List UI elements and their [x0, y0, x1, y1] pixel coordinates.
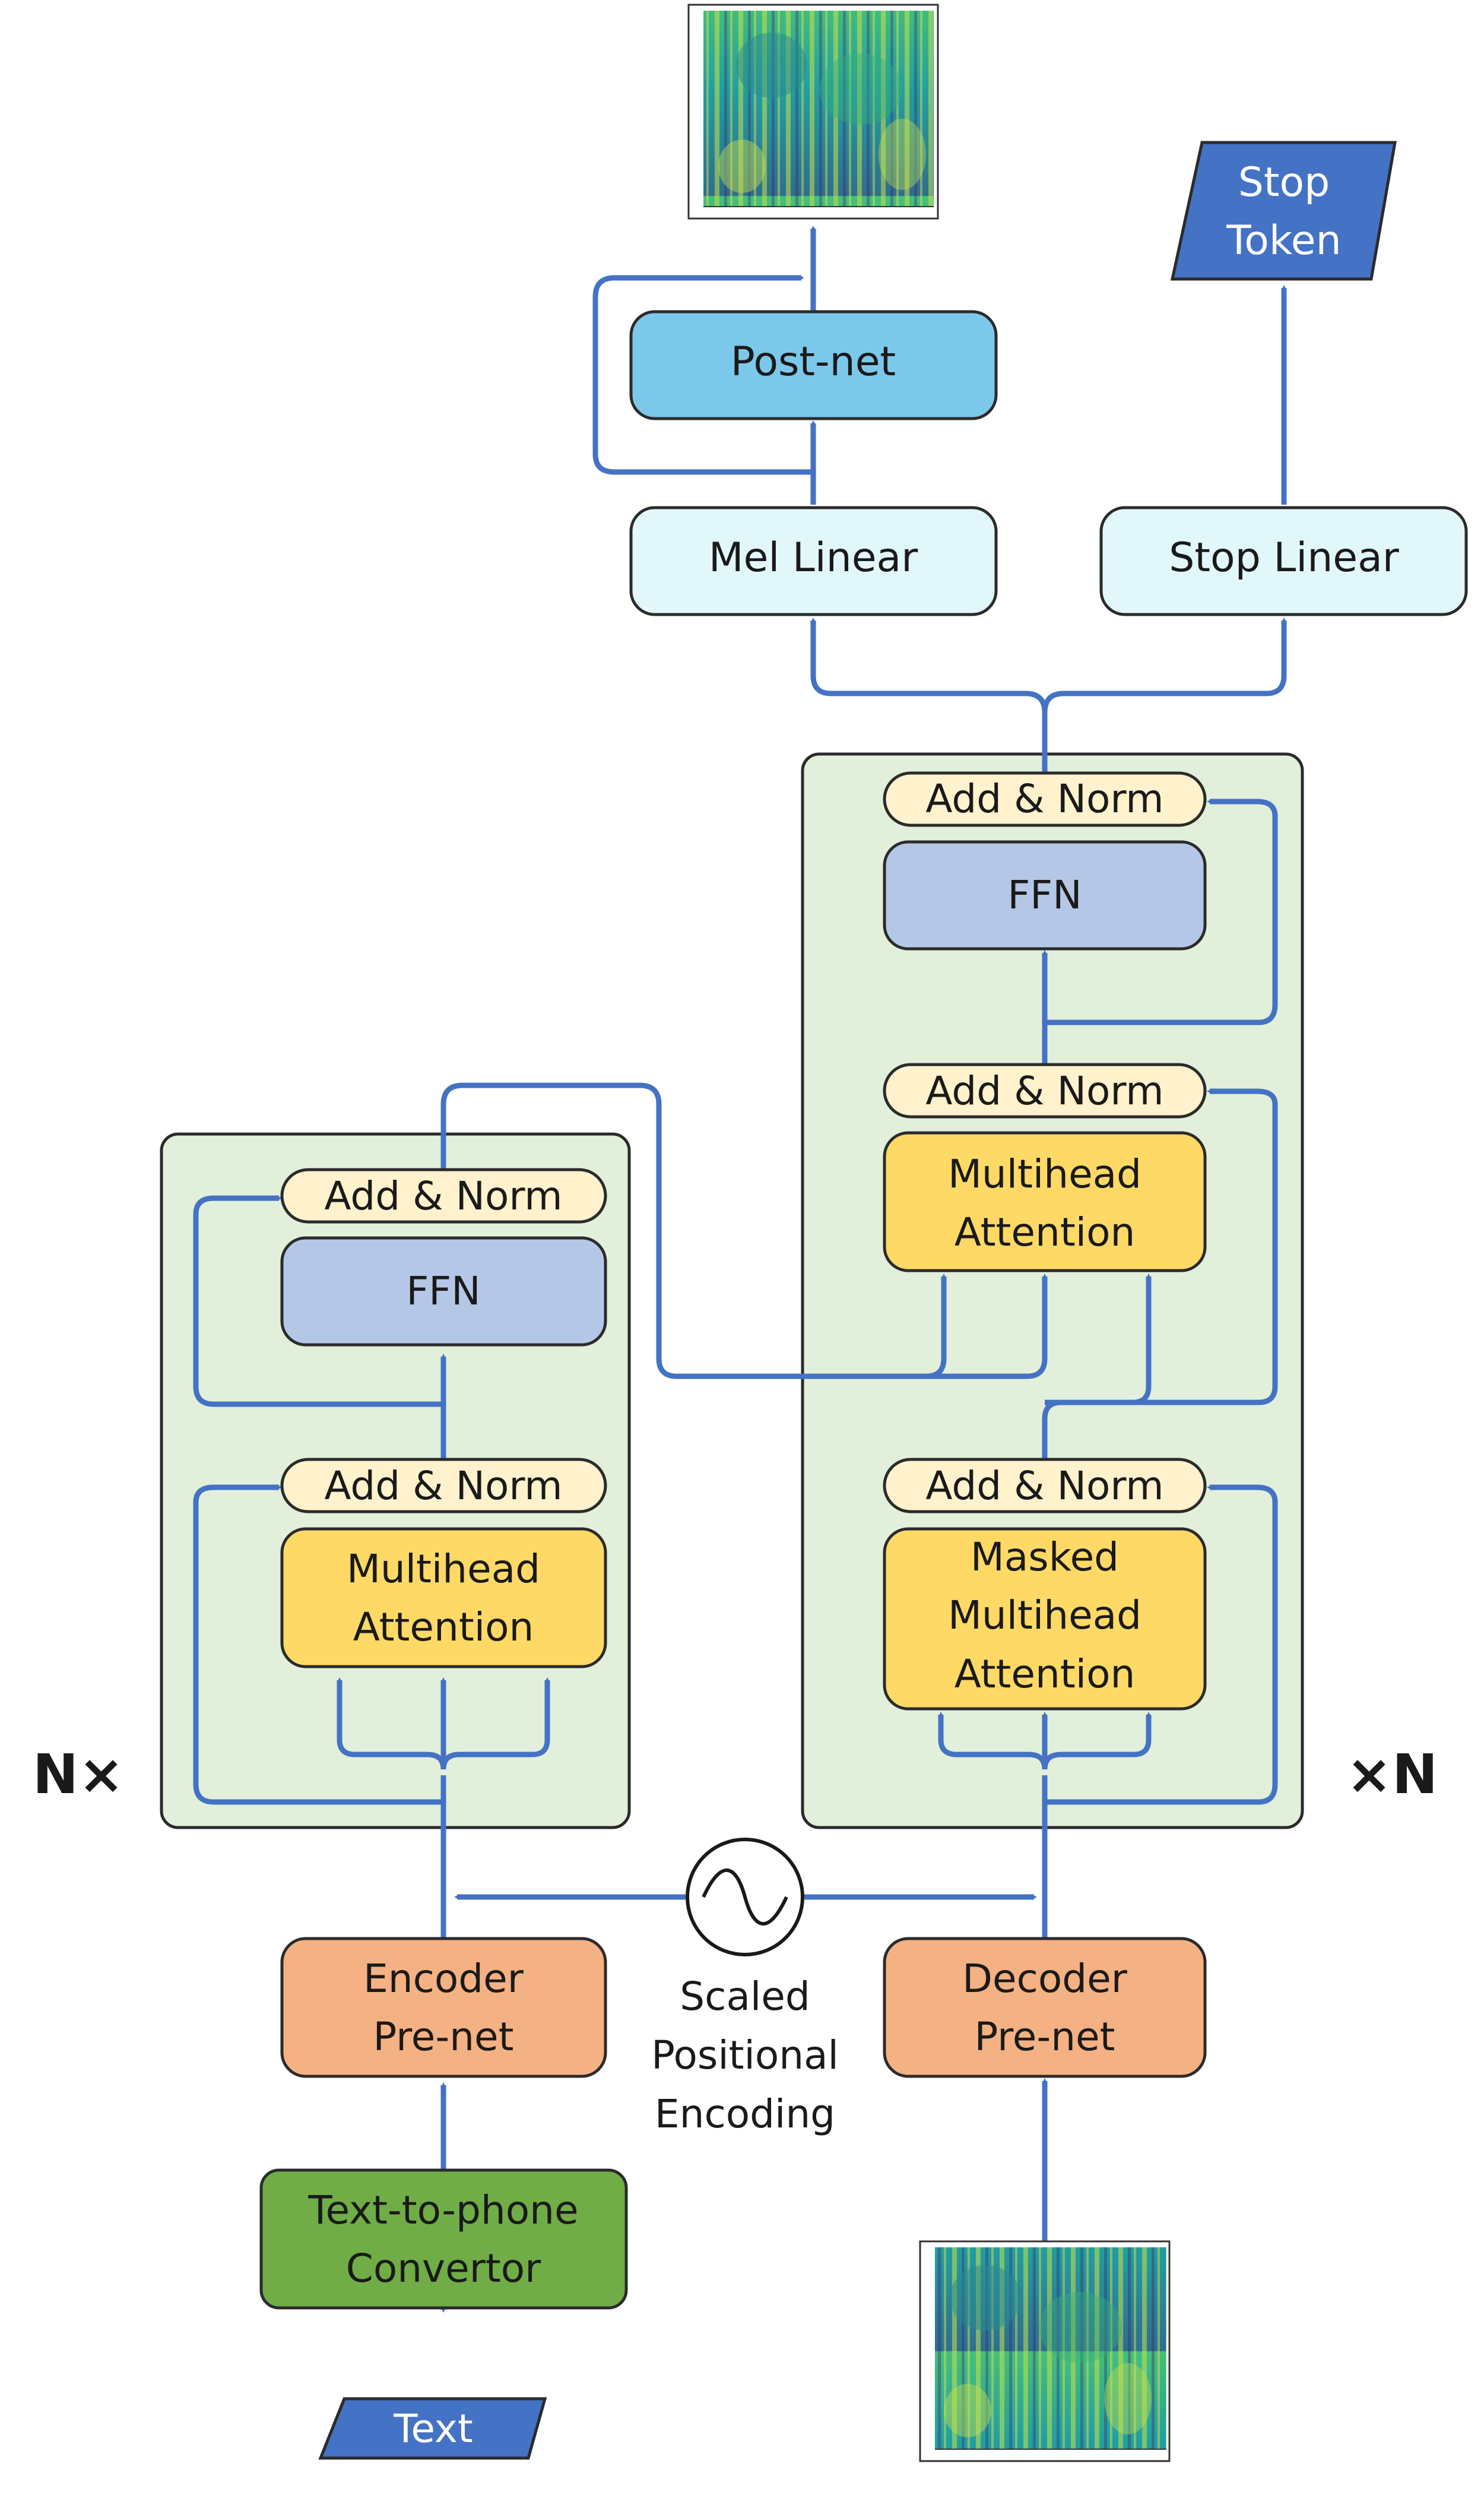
post-net-label: Post-net	[731, 338, 896, 385]
encoder-repeat-label: N×	[33, 1743, 124, 1806]
stop-linear-label: Stop Linear	[1169, 534, 1399, 581]
stop-token-output: Stop Token	[1170, 141, 1397, 281]
decoder-prenet-label-line1: Decoder	[962, 1956, 1128, 2002]
encoder-add-norm-top-label: Add & Norm	[324, 1173, 562, 1219]
decoder-prenet-block: Decoder Pre-net	[883, 1937, 1207, 2078]
text-input: Text	[318, 2397, 547, 2460]
decoder-masked-label-line1: Masked	[971, 1534, 1119, 1580]
encoder-prenet-block: Encoder Pre-net	[280, 1937, 607, 2078]
connections	[193, 226, 1287, 2313]
decoder-masked-label-line3: Attention	[955, 1651, 1136, 1697]
decoder-add-norm-bottom-label: Add & Norm	[925, 1463, 1163, 1509]
text-to-phone-convertor-block: Text-to-phone Convertor	[259, 2168, 628, 2310]
encoder-multihead-attention: Multihead Attention	[280, 1527, 607, 1668]
encoder-add-norm-bottom-label: Add & Norm	[324, 1463, 562, 1509]
stop-token-label-line2: Token	[1226, 217, 1341, 264]
encoder-multihead-label-line2: Attention	[353, 1604, 534, 1650]
decoder-ffn-label: FFN	[1007, 872, 1082, 918]
decoder-prenet-label-line2: Pre-net	[974, 2014, 1115, 2060]
encoder-ffn-label: FFN	[406, 1268, 480, 1314]
decoder-add-norm-bottom: Add & Norm	[883, 1458, 1207, 1513]
decoder-add-norm-top: Add & Norm	[883, 771, 1207, 827]
stop-token-label-line1: Stop	[1238, 159, 1330, 206]
stop-linear-block: Stop Linear	[1099, 506, 1468, 616]
positional-encoding: Scaled Positional Encoding	[651, 1838, 839, 2137]
decoder-multihead-label-line1: Multihead	[948, 1151, 1141, 1197]
decoder-multihead-label-line2: Attention	[955, 1209, 1136, 1255]
positional-encoding-label-line3: Encoding	[655, 2091, 835, 2137]
decoder-add-norm-mid-label: Add & Norm	[925, 1068, 1163, 1114]
encoder-prenet-label-line1: Encoder	[363, 1956, 524, 2002]
positional-encoding-label-line1: Scaled	[680, 1974, 810, 2019]
text-input-label: Text	[393, 2406, 473, 2452]
decoder-ffn-block: FFN	[883, 840, 1207, 951]
encoder-add-norm-bottom: Add & Norm	[280, 1458, 607, 1513]
input-mel-spectrogram	[919, 2240, 1171, 2462]
encoder-multihead-label-line1: Multihead	[347, 1546, 540, 1592]
positional-encoding-label-line2: Positional	[651, 2032, 839, 2078]
decoder-add-norm-mid: Add & Norm	[883, 1063, 1207, 1119]
encoder-add-norm-top: Add & Norm	[280, 1168, 607, 1224]
mel-linear-block: Mel Linear	[629, 506, 998, 616]
decoder-repeat-label: ×N	[1346, 1743, 1438, 1806]
encoder-prenet-label-line2: Pre-net	[373, 2014, 513, 2060]
decoder-add-norm-top-label: Add & Norm	[925, 776, 1163, 822]
encoder-ffn-block: FFN	[280, 1236, 607, 1347]
text-to-phone-label-line1: Text-to-phone	[307, 2187, 578, 2233]
decoder-masked-label-line2: Multihead	[948, 1592, 1141, 1638]
decoder-multihead-attention: Multihead Attention	[883, 1131, 1207, 1272]
text-to-phone-label-line2: Convertor	[346, 2246, 541, 2291]
output-mel-spectrogram	[687, 4, 939, 220]
mel-linear-label: Mel Linear	[709, 534, 918, 581]
post-net-block: Post-net	[629, 310, 998, 420]
decoder-masked-multihead-attention: Masked Multihead Attention	[883, 1527, 1207, 1711]
